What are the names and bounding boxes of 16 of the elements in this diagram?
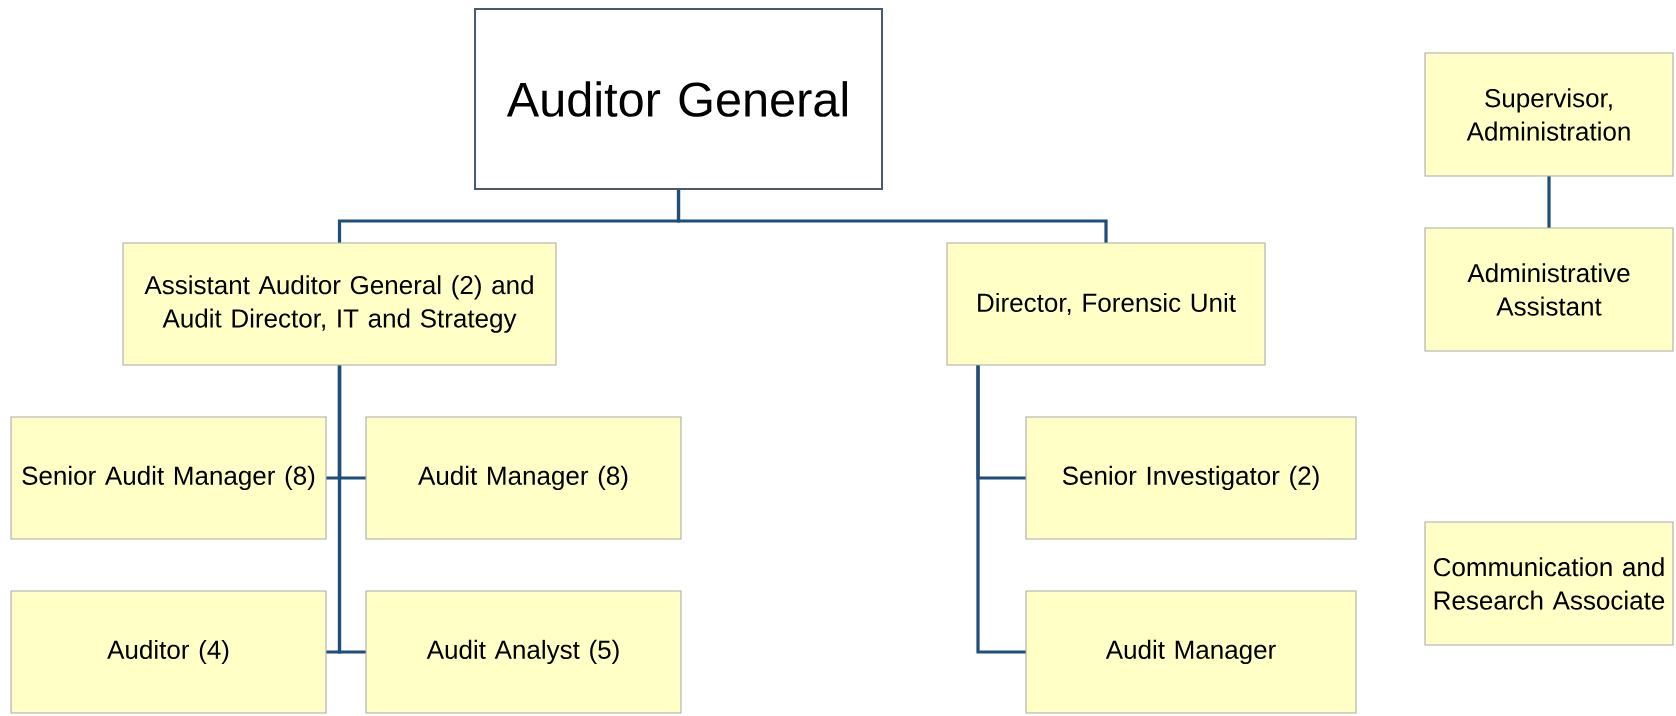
connector-line bbox=[976, 365, 1026, 654]
connector-line bbox=[337, 365, 366, 654]
position-box: Supervisor, Administration bbox=[1424, 52, 1674, 177]
title-box: Auditor General bbox=[474, 8, 883, 190]
position-box: Senior Audit Manager (8) bbox=[10, 416, 327, 540]
position-box: Audit Manager bbox=[1025, 590, 1357, 714]
position-box: Administrative Assistant bbox=[1424, 227, 1674, 352]
position-box: Audit Analyst (5) bbox=[365, 590, 682, 714]
position-box: Assistant Auditor General (2) and Audit Director, IT and Strategy bbox=[122, 242, 557, 366]
connector-line bbox=[676, 189, 1108, 243]
position-box: Auditor (4) bbox=[10, 590, 327, 714]
position-box: Communication and Research Associate bbox=[1424, 521, 1674, 646]
position-box: Audit Manager (8) bbox=[365, 416, 682, 540]
position-box: Senior Investigator (2) bbox=[1025, 416, 1357, 540]
connector-line bbox=[1547, 176, 1551, 228]
position-box: Director, Forensic Unit bbox=[946, 242, 1266, 366]
